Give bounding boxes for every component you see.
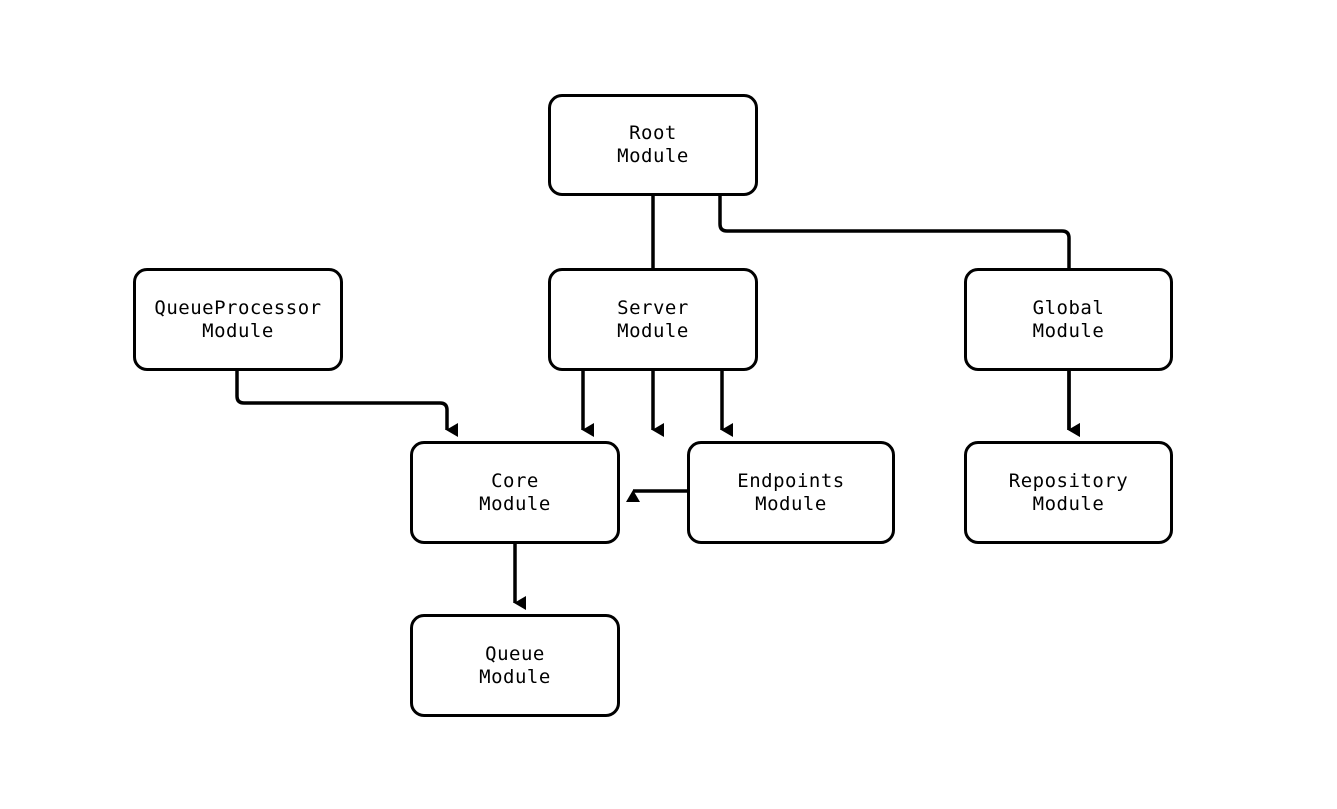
node-server-label-line1: Server [617, 296, 689, 319]
node-queueprocessor-label-line1: QueueProcessor [154, 296, 322, 319]
node-server[interactable]: Server Module [548, 268, 758, 371]
node-repository-label-line1: Repository [1008, 469, 1129, 492]
node-endpoints[interactable]: Endpoints Module [687, 441, 895, 544]
node-global-label-line2: Module [1032, 319, 1105, 342]
node-global[interactable]: Global Module [964, 268, 1173, 371]
node-server-label-line2: Module [617, 319, 689, 342]
node-repository[interactable]: Repository Module [964, 441, 1173, 544]
edge-queueprocessor-to-core [235, 371, 458, 437]
node-endpoints-label-line1: Endpoints [737, 469, 845, 492]
node-endpoints-label-line2: Module [755, 492, 827, 515]
node-queue[interactable]: Queue Module [410, 614, 620, 717]
node-repository-label-line2: Module [1032, 492, 1105, 515]
node-root-label-line1: Root [629, 122, 677, 144]
node-root-label-line2: Module [617, 145, 689, 167]
node-core-label-line2: Module [479, 492, 551, 515]
node-queueprocessor-label-line2: Module [202, 319, 274, 342]
node-global-label-line1: Global [1032, 296, 1105, 319]
node-queueprocessor[interactable]: QueueProcessor Module [133, 268, 343, 371]
node-core[interactable]: Core Module [410, 441, 620, 544]
node-core-label-line1: Core [491, 469, 539, 492]
node-queue-label-line2: Module [479, 665, 551, 688]
node-queue-label-line1: Queue [485, 642, 545, 665]
node-root[interactable]: Root Module [548, 94, 758, 196]
edge-root-to-global [718, 196, 1080, 437]
